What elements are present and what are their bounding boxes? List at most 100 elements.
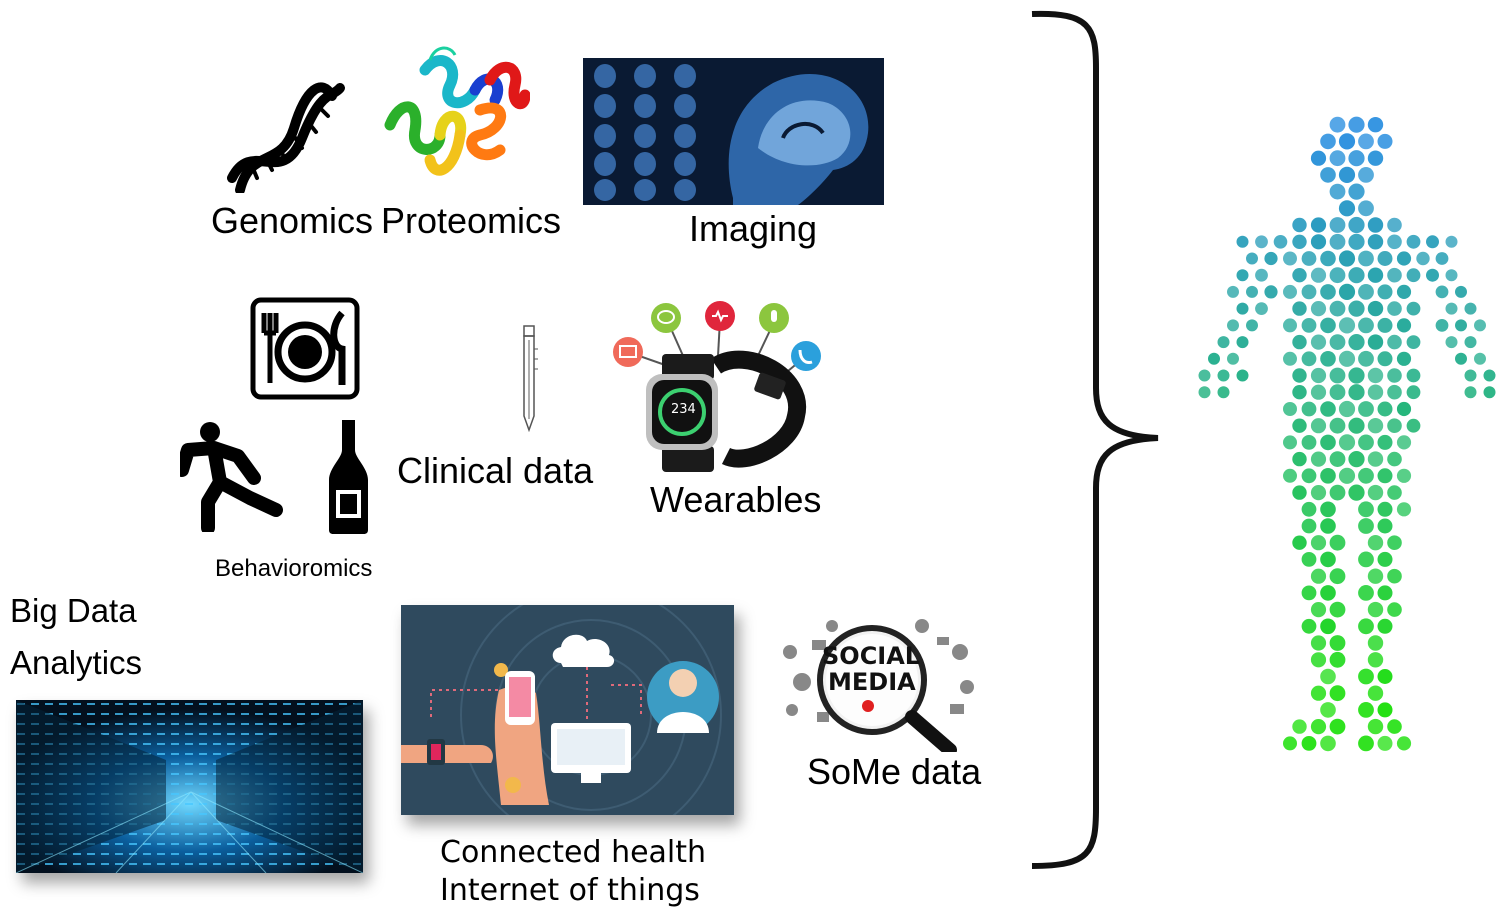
human-dot bbox=[1301, 251, 1317, 266]
human-dot bbox=[1310, 635, 1327, 651]
human-dot bbox=[1348, 216, 1365, 234]
chat-icon bbox=[651, 303, 681, 333]
human-dot bbox=[1377, 735, 1393, 751]
human-dot bbox=[1406, 335, 1421, 349]
human-dot bbox=[1255, 302, 1268, 315]
human-dot bbox=[1320, 518, 1336, 534]
human-dot bbox=[1358, 317, 1374, 334]
human-dot bbox=[1406, 268, 1421, 283]
human-dot bbox=[1236, 336, 1249, 349]
human-dot bbox=[1246, 252, 1258, 265]
mail-icon bbox=[613, 337, 643, 367]
human-dot bbox=[1367, 384, 1384, 400]
human-dot bbox=[1338, 400, 1356, 418]
watch-display-text: 234 bbox=[671, 402, 696, 417]
human-dot bbox=[1292, 301, 1307, 316]
human-dot bbox=[1338, 200, 1356, 217]
human-dot bbox=[1367, 484, 1384, 501]
human-dot bbox=[1329, 217, 1346, 233]
human-dot bbox=[1283, 351, 1297, 366]
human-dot bbox=[1301, 618, 1317, 634]
human-dot bbox=[1301, 518, 1317, 534]
human-dot bbox=[1310, 485, 1327, 501]
human-dot bbox=[1264, 251, 1278, 266]
human-dot bbox=[1292, 385, 1307, 400]
human-dot bbox=[1329, 534, 1346, 551]
human-dot bbox=[1396, 401, 1412, 417]
human-dot bbox=[1329, 601, 1346, 618]
human-dot bbox=[1310, 418, 1327, 434]
human-dot bbox=[1367, 217, 1384, 233]
human-dot bbox=[1387, 485, 1402, 500]
human-dot bbox=[1292, 451, 1307, 467]
human-dot bbox=[1320, 284, 1336, 300]
human-dot bbox=[1377, 251, 1393, 266]
human-dot bbox=[1358, 501, 1374, 518]
human-dot bbox=[1320, 618, 1336, 635]
human-dot bbox=[1301, 736, 1317, 751]
human-dot bbox=[1301, 284, 1317, 300]
human-dot bbox=[1445, 269, 1458, 282]
human-dot bbox=[1320, 434, 1336, 451]
human-dot bbox=[1283, 318, 1297, 333]
label-proteomics: Proteomics bbox=[381, 200, 562, 241]
human-dot bbox=[1387, 602, 1402, 617]
human-dot bbox=[1227, 285, 1239, 298]
human-dot bbox=[1396, 284, 1412, 299]
label-internet-of-things: Internet of things bbox=[440, 873, 700, 908]
running-person-icon bbox=[180, 422, 283, 532]
human-dot bbox=[1246, 319, 1258, 332]
human-dot bbox=[1255, 268, 1268, 282]
human-dot bbox=[1301, 318, 1317, 333]
human-dot bbox=[1338, 250, 1356, 267]
human-dot bbox=[1329, 384, 1346, 401]
human-dot bbox=[1310, 602, 1327, 618]
human-dot bbox=[1377, 518, 1393, 534]
human-dot bbox=[1377, 702, 1393, 718]
human-dot bbox=[1310, 217, 1327, 233]
human-dot bbox=[1198, 369, 1211, 382]
human-dot bbox=[1367, 234, 1384, 250]
human-dot bbox=[1283, 736, 1297, 751]
human-dot bbox=[1320, 401, 1336, 417]
mri-image bbox=[583, 58, 884, 205]
human-dot bbox=[1396, 736, 1412, 751]
human-dot bbox=[1348, 233, 1365, 250]
human-dot bbox=[1348, 417, 1365, 434]
human-dot bbox=[1474, 352, 1486, 365]
human-dot bbox=[1348, 384, 1365, 401]
human-dot bbox=[1310, 568, 1327, 584]
human-dot bbox=[1435, 252, 1449, 265]
human-dot bbox=[1358, 167, 1374, 183]
human-dot bbox=[1301, 585, 1317, 601]
human-dot bbox=[1329, 300, 1346, 317]
human-dot bbox=[1348, 183, 1365, 200]
human-dot bbox=[1329, 635, 1346, 651]
human-dot bbox=[1387, 217, 1402, 233]
social-media-line1: SOCIAL bbox=[822, 642, 921, 670]
human-dot bbox=[1320, 250, 1336, 267]
label-big-data: Big Data bbox=[10, 592, 137, 629]
human-dot bbox=[1387, 719, 1402, 734]
human-dot bbox=[1348, 367, 1365, 384]
human-dot bbox=[1292, 268, 1307, 283]
human-dot bbox=[1329, 267, 1346, 284]
human-dot bbox=[1301, 468, 1317, 484]
human-dot bbox=[1320, 735, 1336, 752]
human-dot bbox=[1367, 652, 1384, 668]
human-dot bbox=[1358, 133, 1374, 150]
human-dot bbox=[1338, 350, 1356, 367]
bottle-icon bbox=[329, 420, 368, 534]
human-dot bbox=[1329, 685, 1346, 702]
human-dot bbox=[1464, 386, 1477, 399]
connected-health-image bbox=[401, 605, 734, 815]
human-dot bbox=[1329, 484, 1346, 501]
human-dot bbox=[1320, 668, 1336, 685]
human-dot bbox=[1320, 702, 1336, 718]
dna-icon bbox=[227, 82, 345, 193]
social-media-line2: MEDIA bbox=[828, 668, 916, 696]
human-dot bbox=[1435, 285, 1449, 299]
human-dot bbox=[1292, 217, 1307, 233]
human-dot bbox=[1358, 401, 1374, 417]
human-dot bbox=[1310, 301, 1327, 317]
